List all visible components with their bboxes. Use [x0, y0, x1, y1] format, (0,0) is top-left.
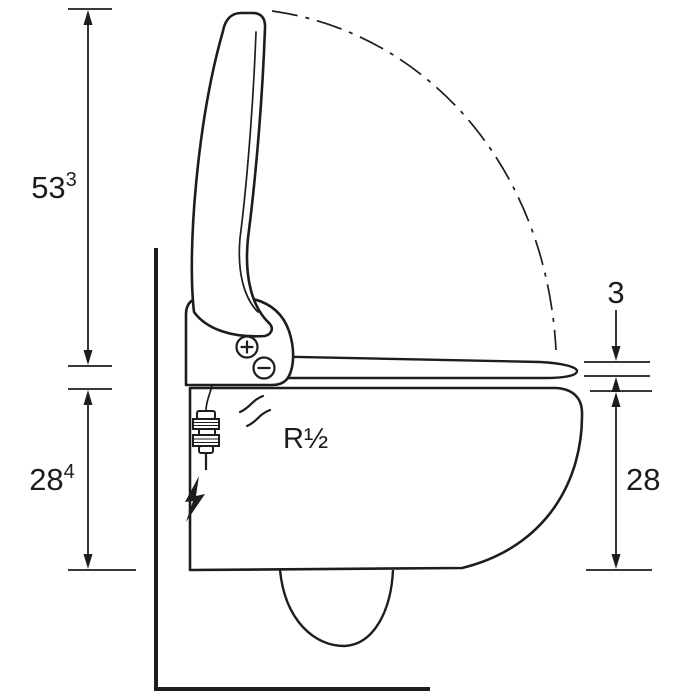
dash-dot-arc [271, 10, 557, 351]
arrowhead-down [83, 554, 93, 569]
arrowhead-up [83, 10, 93, 25]
valve-icon [192, 410, 220, 470]
ceramic-bowl [188, 386, 584, 648]
unit-controls [235, 335, 276, 380]
right-dimensions: 3 28 [584, 275, 660, 571]
arrowhead-up [83, 390, 93, 405]
flow-squiggle-icon [238, 394, 272, 428]
dimension-label-seat-thickness: 3 [607, 275, 624, 310]
lid-inner-contour [238, 31, 259, 313]
arrowhead-up [611, 377, 621, 392]
toilet-lid-open [190, 11, 274, 338]
water-connection-label: R½ [283, 423, 328, 455]
supply-pipe [205, 385, 213, 412]
lightning-icon [185, 476, 205, 522]
arrowhead-down [611, 346, 621, 361]
plus-glyph [240, 340, 254, 354]
arrowhead-up [611, 392, 621, 407]
dimension-label-rear-height: 284 [29, 461, 75, 497]
bowl-outline [188, 386, 584, 572]
dimension-label-lid-height: 533 [31, 169, 77, 205]
building-structure [154, 248, 430, 691]
left-dimensions: 533 284 [29, 8, 136, 571]
arrowhead-down [611, 554, 621, 569]
lid-outline [190, 11, 274, 338]
arrowhead-down [83, 350, 93, 365]
outlet-dome [278, 569, 395, 648]
dimension-label-bowl-height: 28 [626, 462, 660, 497]
water-supply-connection: R½ [192, 385, 328, 470]
seat-plate [250, 354, 579, 380]
